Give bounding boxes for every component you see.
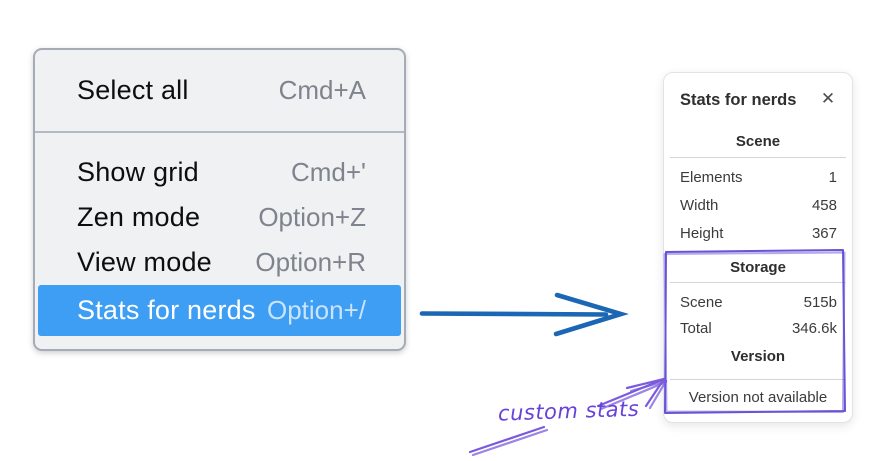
scene-section-heading: Scene <box>735 133 781 150</box>
menu-item-view-mode[interactable]: View mode Option+R <box>35 240 404 285</box>
version-section-heading: Version <box>730 348 786 365</box>
stat-row-width: Width 458 <box>680 194 837 218</box>
menu-item-label: Zen mode <box>77 202 201 232</box>
stat-value: 515b <box>803 294 837 311</box>
close-icon[interactable]: ✕ <box>816 87 840 111</box>
menu-item-shortcut: Cmd+A <box>278 75 366 105</box>
menu-item-label: Select all <box>77 75 189 105</box>
stats-panel: Stats for nerds ✕ Scene Elements 1 Width… <box>663 72 853 423</box>
section-divider <box>670 282 846 283</box>
section-divider <box>670 157 846 158</box>
version-note: Version not available <box>688 389 828 406</box>
stat-row-scene-storage: Scene 515b <box>680 291 837 315</box>
stat-value: 458 <box>811 197 837 214</box>
section-divider <box>670 379 846 380</box>
stat-row-elements: Elements 1 <box>680 166 837 190</box>
stat-label: Height <box>680 225 724 242</box>
menu-item-shortcut: Option+Z <box>258 202 366 232</box>
menu-item-shortcut: Cmd+' <box>290 157 366 187</box>
stat-label: Total <box>680 320 712 337</box>
menu-group-spacer <box>35 133 404 150</box>
menu-item-stats-for-nerds[interactable]: Stats for nerds Option+/ <box>38 285 401 336</box>
menu-item-select-all[interactable]: Select all Cmd+A <box>35 50 404 131</box>
menu-item-zen-mode[interactable]: Zen mode Option+Z <box>35 195 404 240</box>
menu-to-panel-arrow <box>419 292 629 337</box>
menu-item-label: Stats for nerds <box>77 295 256 325</box>
stat-row-height: Height 367 <box>680 222 837 246</box>
stat-label: Elements <box>680 169 743 186</box>
custom-stats-annotation: custom stats <box>497 396 640 426</box>
stat-label: Width <box>680 197 719 214</box>
stat-value: 367 <box>811 225 837 242</box>
storage-section-heading: Storage <box>730 259 786 276</box>
stat-label: Scene <box>680 294 723 311</box>
menu-item-shortcut: Option+/ <box>266 295 366 325</box>
menu-item-label: Show grid <box>77 157 199 187</box>
menu-item-label: View mode <box>77 247 212 277</box>
stats-panel-title: Stats for nerds <box>680 91 797 109</box>
stat-row-total-storage: Total 346.6k <box>680 317 837 341</box>
context-menu: Select all Cmd+A Show grid Cmd+' Zen mod… <box>33 48 406 351</box>
menu-item-show-grid[interactable]: Show grid Cmd+' <box>35 150 404 195</box>
stat-value: 346.6k <box>791 320 837 337</box>
stat-value: 1 <box>828 169 837 186</box>
menu-divider <box>35 131 404 133</box>
menu-item-shortcut: Option+R <box>255 247 366 277</box>
